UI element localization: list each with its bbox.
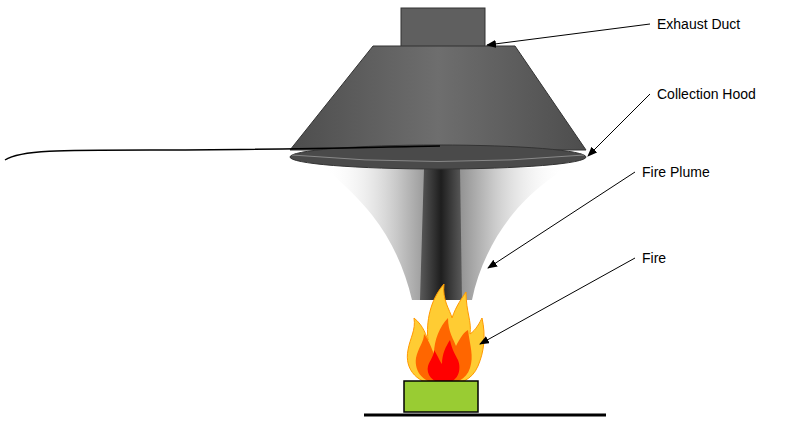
ground-line [364, 414, 606, 417]
leader-arrow [588, 94, 650, 156]
flame-middle [416, 318, 472, 384]
leader-arrow [480, 258, 635, 344]
leader-arrow [488, 172, 635, 268]
plume-core [420, 168, 462, 300]
flame-outer [407, 284, 484, 385]
flame-inner [428, 340, 460, 383]
part-label: Exhaust Duct [657, 16, 740, 32]
hood-rim-line [292, 155, 584, 162]
exhaust-duct [401, 8, 485, 48]
fire-plume [325, 168, 565, 300]
fuel-box [404, 381, 478, 412]
leader-arrow [487, 24, 650, 45]
part-label: Fire Plume [642, 164, 710, 180]
collection-hood [290, 46, 586, 150]
part-label: Collection Hood [657, 86, 756, 102]
sample-line [5, 146, 440, 160]
part-label: Fire [642, 250, 666, 266]
